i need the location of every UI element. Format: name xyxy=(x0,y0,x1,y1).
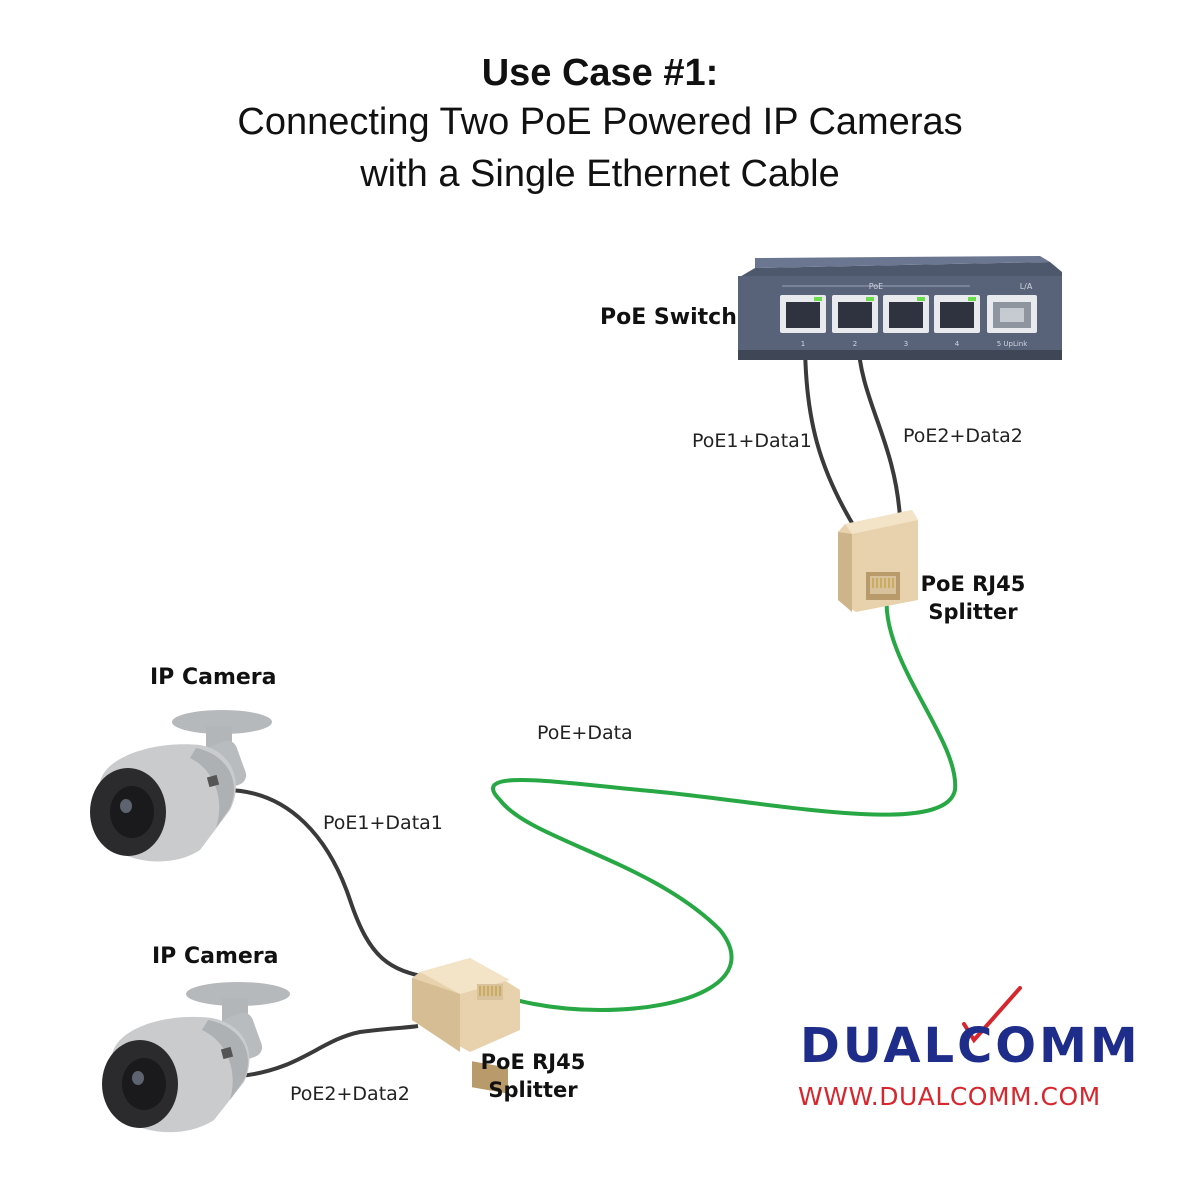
brand-logo: DUALCOMM xyxy=(800,1018,1141,1074)
poe-switch: PoE L/A 1 2 3 4 xyxy=(738,256,1062,360)
splitter-bottom xyxy=(412,958,520,1094)
switch-port-4 xyxy=(934,295,980,333)
switch-port-number-4: 4 xyxy=(955,340,960,348)
cable-main-green xyxy=(491,594,958,1013)
switch-poe-header: PoE xyxy=(869,282,884,291)
cable-switch-port2 xyxy=(856,339,902,519)
splitter-bottom-label-line1: PoE RJ45 xyxy=(480,1050,586,1074)
switch-port-3 xyxy=(883,295,929,333)
switch-port-1 xyxy=(780,295,826,333)
cable-label-top-poe2: PoE2+Data2 xyxy=(903,425,1023,447)
switch-port-number-2: 2 xyxy=(853,340,857,348)
switch-port-uplink xyxy=(987,295,1037,333)
brand-url[interactable]: WWW.DUALCOMM.COM xyxy=(798,1082,1101,1111)
cable-label-camera1: PoE1+Data1 xyxy=(323,812,443,834)
splitter-bottom-label: PoE RJ45 Splitter xyxy=(478,1048,588,1104)
camera2-label: IP Camera xyxy=(152,944,279,969)
switch-port-2 xyxy=(832,295,878,333)
switch-la-label: L/A xyxy=(1020,282,1033,291)
splitter-top xyxy=(838,510,918,612)
cable-switch-port1 xyxy=(803,339,857,530)
splitter-top-label: PoE RJ45 Splitter xyxy=(918,570,1028,626)
cable-label-camera2: PoE2+Data2 xyxy=(290,1083,410,1105)
title-subheading-2: with a Single Ethernet Cable xyxy=(360,153,840,195)
cable-label-top-poe1: PoE1+Data1 xyxy=(692,430,812,452)
title-block: Use Case #1: Connecting Two PoE Powered … xyxy=(0,50,1200,200)
switch-port-number-3: 3 xyxy=(904,340,908,348)
ip-camera-2 xyxy=(102,982,290,1133)
splitter-top-label-line1: PoE RJ45 xyxy=(920,572,1026,596)
brand-checkmark-icon xyxy=(962,986,1022,1044)
title-subheading-1: Connecting Two PoE Powered IP Cameras xyxy=(237,101,963,143)
switch-port-number-1: 1 xyxy=(801,340,805,348)
title-heading: Use Case #1: xyxy=(481,52,719,94)
ip-camera-1 xyxy=(90,710,272,862)
camera1-label: IP Camera xyxy=(150,665,277,690)
splitter-top-label-line2: Splitter xyxy=(928,600,1018,624)
switch-uplink-label: 5 UpLink xyxy=(997,340,1029,348)
splitter-bottom-label-line2: Splitter xyxy=(488,1078,578,1102)
cable-camera2 xyxy=(239,1024,419,1078)
poe-switch-label: PoE Switch xyxy=(600,305,737,330)
cable-camera1 xyxy=(224,788,431,980)
cable-label-main: PoE+Data xyxy=(537,722,633,744)
